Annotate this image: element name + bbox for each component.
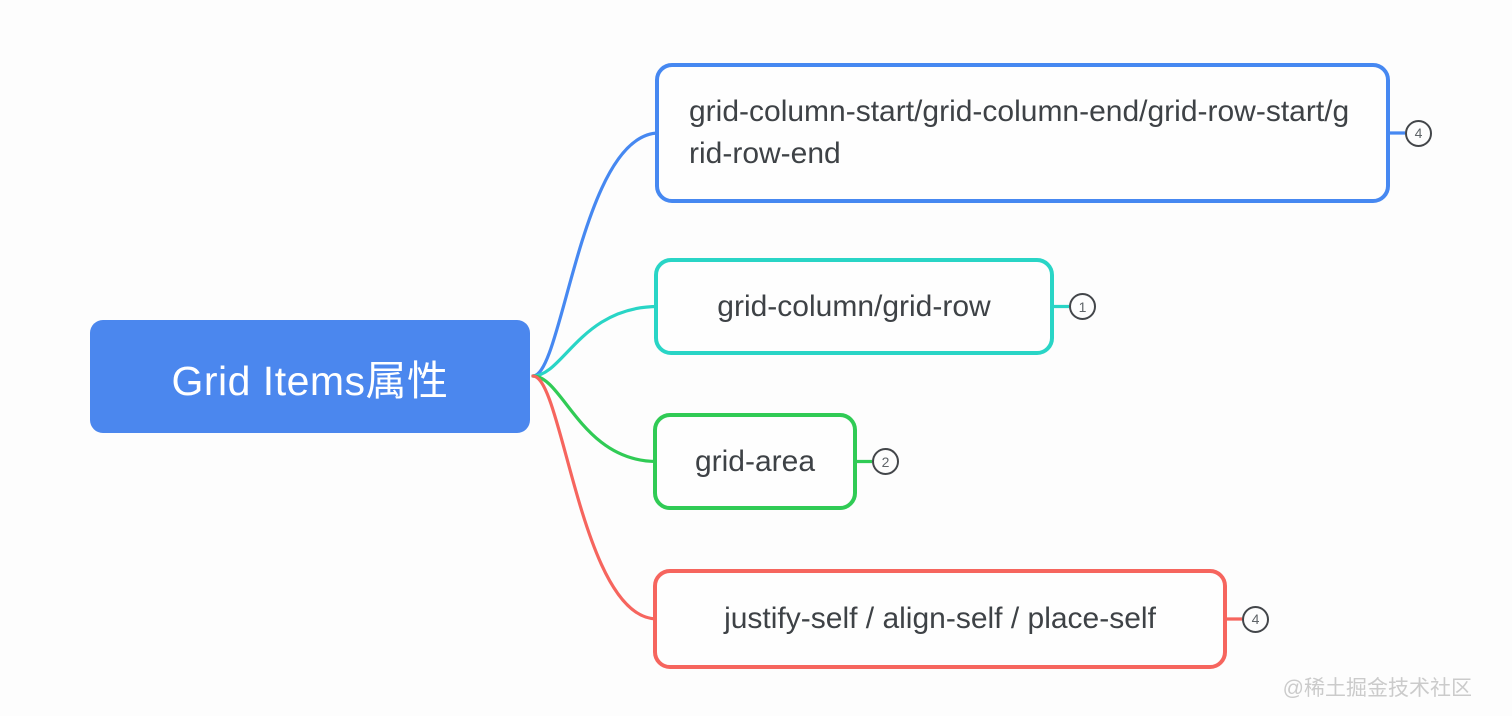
watermark: @稀土掘金技术社区 (1282, 677, 1472, 700)
branch-node-grid-column-start-end[interactable]: grid-column-start/grid-column-end/grid-r… (655, 63, 1390, 203)
branch-node-self-alignment[interactable]: justify-self / align-self / place-self (653, 569, 1227, 669)
child-count-value: 2 (881, 453, 890, 470)
branch-node-grid-area[interactable]: grid-area (653, 413, 857, 510)
child-count-badge[interactable]: 4 (1242, 605, 1269, 633)
branch-node-label: grid-area (694, 444, 816, 478)
child-count-badge[interactable]: 2 (872, 448, 899, 475)
child-count-value: 4 (1251, 611, 1260, 627)
branch-node-label: justify-self / align-self / place-self (724, 602, 1156, 635)
child-count-value: 1 (1078, 298, 1087, 315)
root-node-label: Grid Items属性 (171, 357, 449, 404)
branch-node-grid-column-row[interactable]: grid-column/grid-row (654, 258, 1054, 355)
child-count-badge[interactable]: 1 (1069, 293, 1096, 320)
child-count-badge[interactable]: 4 (1405, 119, 1432, 147)
branch-node-label: grid-column/grid-row (717, 289, 991, 323)
child-count-value: 4 (1414, 125, 1423, 141)
root-node[interactable]: Grid Items属性 (90, 320, 530, 433)
branch-node-label: grid-column-start/grid-column-end/grid-r… (689, 95, 1350, 170)
